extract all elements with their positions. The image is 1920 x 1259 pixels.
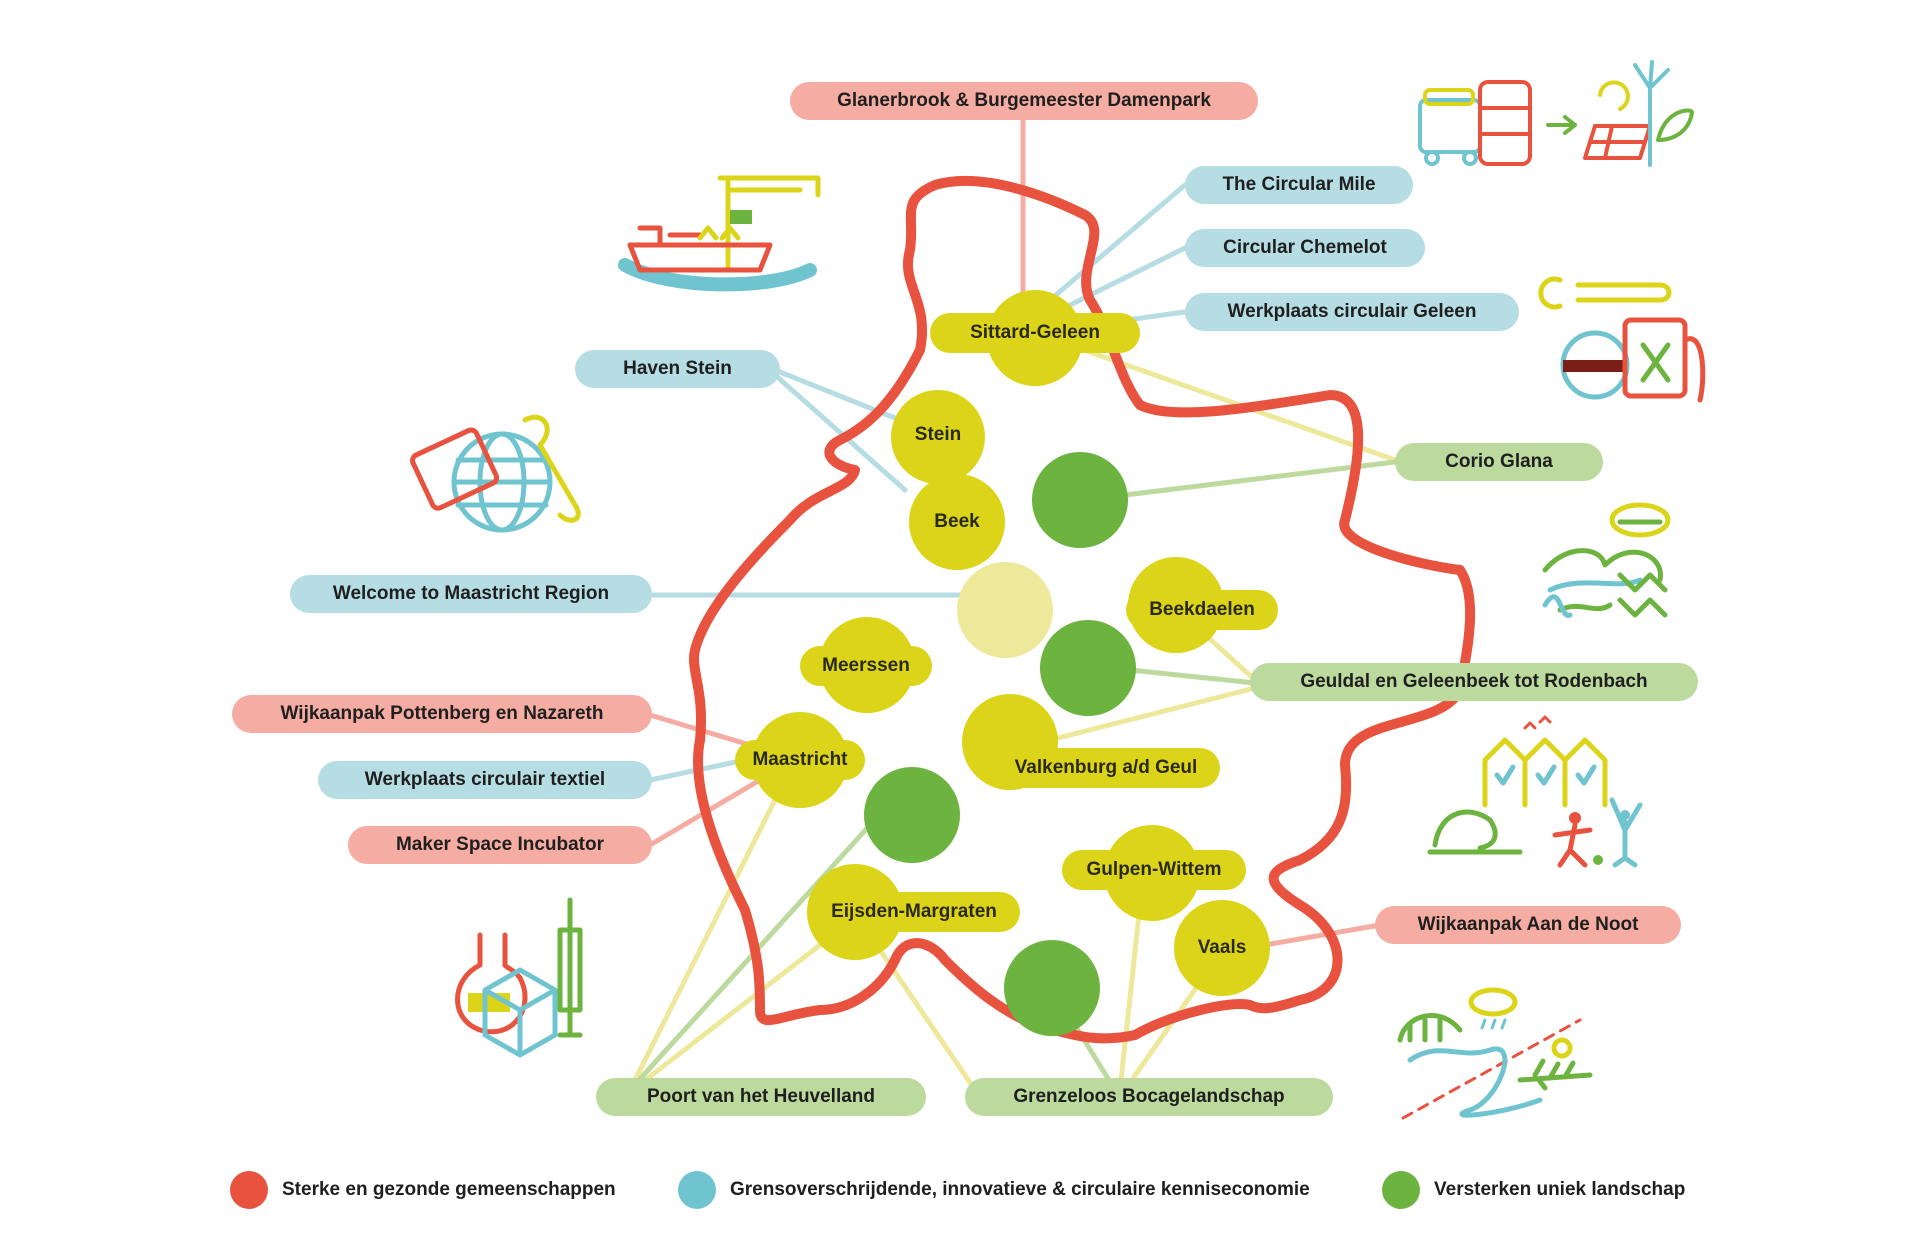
grenzeloos-dot	[1004, 940, 1100, 1036]
project-pill-aan-de-noot: Wijkaanpak Aan de Noot	[1375, 906, 1681, 944]
municipality-label-valkenburg: Valkenburg a/d Geul	[1014, 757, 1198, 778]
municipality-label-maastricht: Maastricht	[752, 749, 848, 770]
valkenburg-tab	[992, 748, 1220, 788]
geuldal-dot	[1040, 620, 1136, 716]
municipality-label-gulpen-wittem: Gulpen-Wittem	[1086, 859, 1222, 880]
legend-dot-green	[1382, 1171, 1420, 1209]
project-pill-circular-chemelot: Circular Chemelot	[1185, 229, 1425, 267]
legend-dot-red	[230, 1171, 268, 1209]
harbour-ship-icon	[618, 175, 821, 292]
vaals-circle	[1174, 900, 1270, 996]
legend-item-communities: Sterke en gezonde gemeenschappen	[230, 1170, 616, 1210]
connector-grenzeloos-vaals	[1122, 972, 1208, 1093]
beek-circle	[909, 474, 1005, 570]
landscape-dots	[864, 452, 1136, 1036]
sittard-tab	[930, 313, 1140, 353]
maastricht-tab	[735, 740, 865, 780]
municipality-label-beek: Beek	[934, 511, 980, 532]
circular-economy-icon	[1418, 60, 1694, 167]
landscape-field-icon	[1542, 502, 1671, 618]
connector-geuldal-green	[1127, 667, 1258, 686]
legend-label-landscape: Versterken uniek landschap	[1434, 1179, 1686, 1200]
municipality-label-stein: Stein	[914, 424, 962, 445]
region-outline	[689, 176, 1476, 1044]
welcome-region-dot	[957, 562, 1053, 658]
stein-circle	[891, 390, 985, 484]
lab-health-icon	[455, 897, 583, 1058]
connector-circular-mile	[1047, 182, 1188, 303]
municipality-label-vaals: Vaals	[1197, 937, 1247, 958]
eijsden-tab	[808, 892, 1020, 932]
meerssen-tab	[800, 646, 932, 686]
project-pill-grenzeloos: Grenzeloos Bocagelandschap	[965, 1078, 1333, 1116]
project-pill-geuldal: Geuldal en Geleenbeek tot Rodenbach	[1250, 663, 1698, 701]
municipality-label-eijsden-margraten: Eijsden-Margraten	[831, 901, 997, 922]
connector-aandenoot	[1262, 922, 1383, 948]
project-pill-corio-glana: Corio Glana	[1395, 443, 1603, 481]
legend-label-communities: Sterke en gezonde gemeenschappen	[282, 1179, 616, 1200]
connector-poort-maastricht	[627, 787, 783, 1093]
community-houses-icon	[1427, 715, 1643, 868]
project-pill-makerspace: Maker Space Incubator	[348, 826, 652, 864]
municipality-label-beekdaelen: Beekdaelen	[1149, 599, 1255, 620]
project-pill-poort-heuvelland: Poort van het Heuvelland	[596, 1078, 926, 1116]
gulpen-tab	[1062, 850, 1246, 890]
project-pill-welcome-maastricht: Welcome to Maastricht Region	[290, 575, 652, 613]
connector-haven-beek	[772, 372, 908, 493]
legend-label-knowledge-economy: Grensoverschrijdende, innovatieve & circ…	[730, 1179, 1310, 1200]
river-landscape-icon	[1397, 987, 1593, 1120]
project-pill-werkplaats-geleen: Werkplaats circulair Geleen	[1185, 293, 1519, 331]
legend-item-knowledge-economy: Grensoverschrijdende, innovatieve & circ…	[678, 1170, 1310, 1210]
tools-icon	[1538, 276, 1706, 403]
connector-poort-eijsden	[627, 942, 823, 1095]
project-pill-textiel: Werkplaats circulair textiel	[318, 761, 652, 799]
municipality-label-sittard-geleen: Sittard-Geleen	[970, 322, 1100, 343]
connector-poort-green	[627, 822, 873, 1093]
municipality-label-meerssen: Meerssen	[822, 655, 910, 676]
connector-chemelot	[1057, 245, 1188, 313]
connector-grenzeloos-eijsden	[877, 947, 978, 1093]
project-pill-haven-stein: Haven Stein	[575, 350, 780, 388]
connector-grenzeloos-gulpen	[1117, 902, 1143, 1093]
project-pill-pottenberg: Wijkaanpak Pottenberg en Nazareth	[232, 695, 652, 733]
legend-item-landscape: Versterken uniek landschap	[1382, 1170, 1685, 1210]
project-pill-glanerbrook: Glanerbrook & Burgemeester Damenpark	[790, 82, 1258, 120]
connector-geuldal-valkenburg	[1047, 685, 1258, 743]
corio-glana-dot	[1032, 452, 1128, 548]
project-pill-circular-mile: The Circular Mile	[1185, 166, 1413, 204]
legend-dot-blue	[678, 1171, 716, 1209]
connector-corio-green	[1122, 459, 1398, 498]
globe-briefcase-icon	[410, 414, 581, 533]
municipality-shapes	[735, 290, 1278, 996]
beekdaelen-tab	[1126, 590, 1278, 630]
poort-dot	[864, 767, 960, 863]
